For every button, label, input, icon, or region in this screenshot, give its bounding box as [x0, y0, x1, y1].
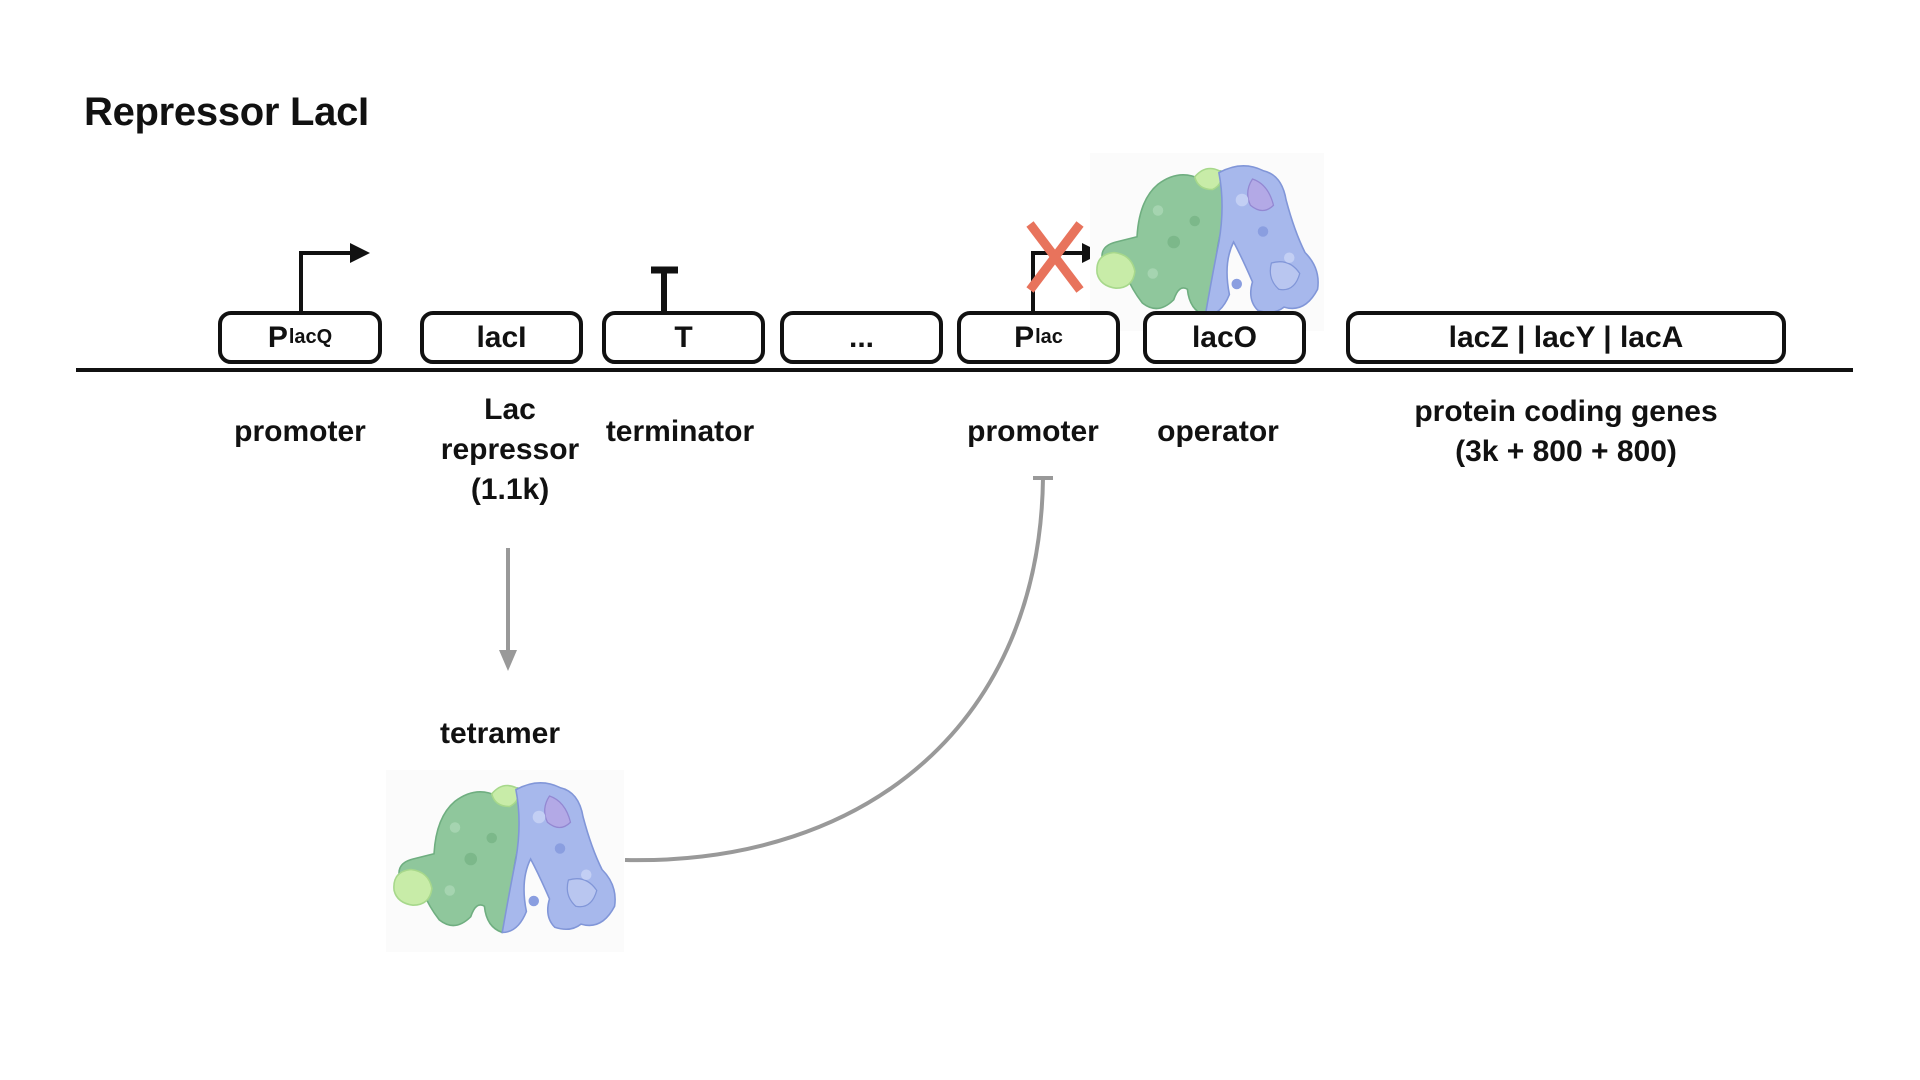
laco-text: lacO [1191, 320, 1258, 354]
laco-operator-box: lacO [1143, 311, 1306, 364]
genes-text: lacZ | lacY | lacA [1448, 320, 1684, 354]
terminator-text: T [674, 320, 693, 354]
genes-label: protein coding genes (3k + 800 + 800) [1414, 395, 1718, 468]
plac-main: P [1014, 320, 1035, 354]
placq-arrowhead-icon [350, 243, 370, 263]
plac-subscript: lac [1035, 326, 1063, 348]
ellipsis-text: ... [848, 320, 874, 354]
tetramer-label: tetramer [439, 717, 561, 750]
terminator-label: terminator [605, 415, 755, 448]
terminator-box: T [602, 311, 765, 364]
placq-main: P [267, 320, 288, 354]
placq-promoter-arrow-icon [299, 251, 352, 311]
genes-box: lacZ | lacY | lacA [1346, 311, 1786, 364]
laco-label: operator [1157, 415, 1279, 448]
inhibition-x-icon [1026, 221, 1084, 293]
laci-gene-box: lacI [420, 311, 583, 364]
expression-arrowhead-icon [499, 650, 517, 671]
ellipsis-box: ... [780, 311, 943, 364]
laci-text: lacI [476, 320, 527, 354]
laci-label: Lac repressor (1.1k) [440, 393, 580, 506]
plac-label: promoter [967, 415, 1099, 448]
diagram-title: Repressor LacI [84, 90, 369, 134]
placq-subscript: lacQ [288, 326, 333, 348]
placq-label: promoter [234, 415, 366, 448]
repression-curve [624, 477, 1045, 863]
